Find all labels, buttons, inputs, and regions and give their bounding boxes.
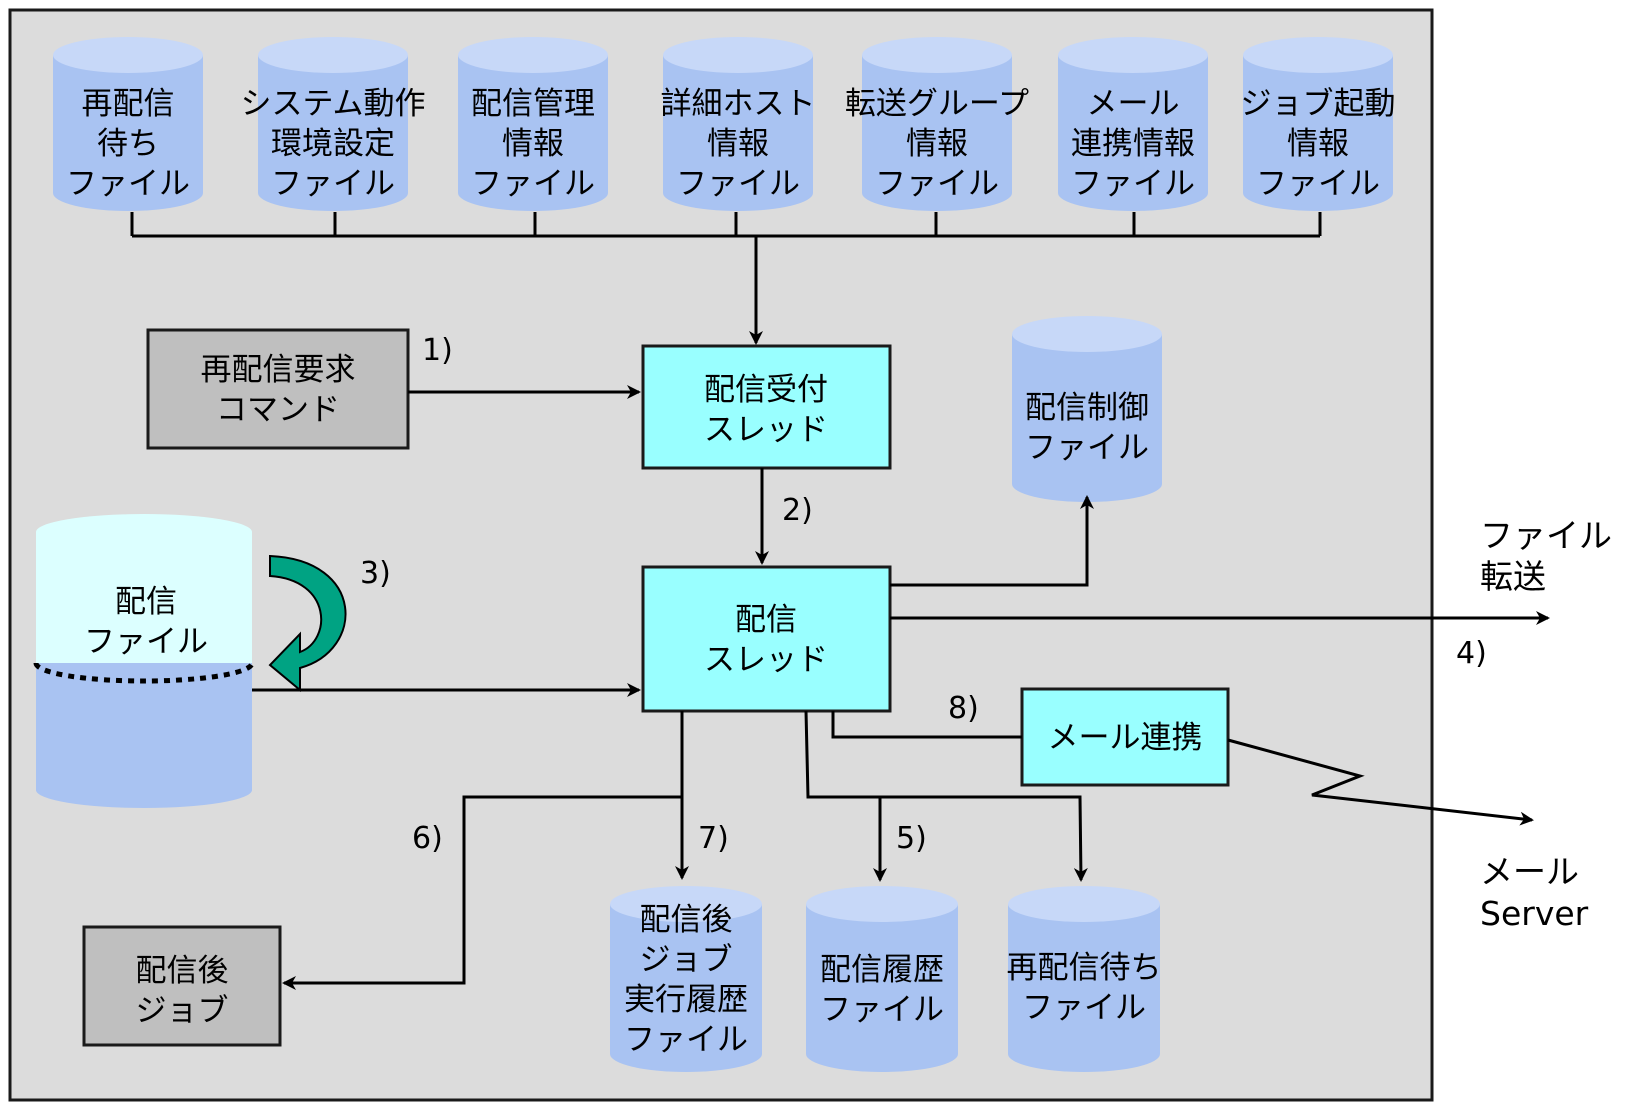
delivery-thread-line-2: スレッド [704, 642, 828, 678]
bottom-file-1-line-2: ジョブ [640, 942, 733, 978]
top-file-5-line-2: 情報 [906, 126, 968, 162]
top-file-1-line-3: ファイル [66, 166, 190, 202]
step-7-label: 7) [698, 821, 729, 856]
step-labels: 1) 2) 3) 4) 5) 6) 7) 8) [360, 333, 1487, 856]
mail-server-line-1: メール [1480, 852, 1579, 891]
top-file-3-line-3: ファイル [471, 166, 595, 202]
top-file-1-line-2: 待ち [97, 126, 159, 162]
mail-link-label: メール連携 [1048, 720, 1203, 756]
top-file-7-line-1: ジョブ起動 [1241, 86, 1396, 122]
reception-thread-line-2: スレッド [704, 412, 828, 448]
delivery-file-line-2: ファイル [84, 624, 208, 660]
resend-command-line-1: 再配信要求 [201, 352, 356, 388]
top-file-4-line-2: 情報 [707, 126, 769, 162]
bottom-file-3-line-2: ファイル [1022, 990, 1146, 1026]
step-8-label: 8) [948, 691, 979, 726]
delivery-thread-line-1: 配信 [735, 602, 797, 638]
outside-labels: ファイル 転送 メール Server [1480, 516, 1612, 933]
post-job-line-1: 配信後 [136, 953, 229, 989]
top-file-3-line-2: 情報 [502, 126, 564, 162]
delivery-to-post-job-arrow [282, 795, 682, 990]
top-file-4-line-1: 詳細ホスト [661, 86, 816, 122]
top-file-2-line-3: ファイル [271, 166, 395, 202]
delivery-thread-box: 配信 スレッド [641, 565, 892, 713]
bottom-file-2-line-2: ファイル [820, 992, 944, 1028]
bottom-file-1-line-3: 実行履歴 [624, 982, 748, 1018]
top-file-5-line-1: 転送グループ [845, 86, 1029, 122]
post-job-line-2: ジョブ [136, 993, 229, 1029]
connectors [252, 236, 1550, 990]
file-transfer-line-1: ファイル [1480, 516, 1612, 555]
top-file-7-line-3: ファイル [1256, 166, 1380, 202]
top-file-2-line-2: 環境設定 [271, 126, 395, 162]
control-file-line-2: ファイル [1025, 430, 1149, 466]
bottom-file-1-line-4: ファイル [624, 1022, 748, 1058]
resend-command-line-2: コマンド [216, 392, 340, 428]
resend-command-box: 再配信要求 コマンド [146, 328, 410, 450]
top-files-group: 再配信待ちファイルシステム動作環境設定ファイル配信管理情報ファイル詳細ホスト情報… [53, 37, 1396, 211]
control-file-line-1: 配信制御 [1025, 390, 1149, 426]
delivery-file-line-1: 配信 [115, 584, 177, 620]
step-5-label: 5) [896, 821, 927, 856]
bottom-file-3-line-1: 再配信待ち [1007, 950, 1162, 986]
step-1-label: 1) [422, 333, 453, 368]
delivery-file-cylinder: 配信 ファイル [33, 514, 255, 808]
delivery-to-mail-link-line [831, 711, 1022, 739]
top-file-6-line-3: ファイル [1071, 166, 1195, 202]
file-transfer-line-2: 転送 [1480, 557, 1546, 596]
step-6-label: 6) [412, 821, 443, 856]
top-files-bus [130, 212, 1322, 238]
top-file-4-line-3: ファイル [676, 166, 800, 202]
mail-link-to-server-arrow [1227, 738, 1534, 826]
bottom-file-1-line-1: 配信後 [640, 902, 733, 938]
top-file-2-line-1: システム動作 [240, 86, 425, 122]
top-file-7-line-2: 情報 [1287, 126, 1349, 162]
mail-server-line-2: Server [1480, 894, 1589, 933]
top-file-1-line-1: 再配信 [82, 86, 175, 122]
top-file-6-line-2: 連携情報 [1071, 126, 1195, 162]
step-2-label: 2) [782, 493, 813, 528]
top-file-3-line-1: 配信管理 [471, 86, 595, 122]
delivery-to-history-arrows [804, 710, 1088, 882]
top-file-5-line-3: ファイル [875, 166, 999, 202]
step-4-label: 4) [1456, 636, 1487, 671]
step-3-label: 3) [360, 556, 391, 591]
bottom-file-2-line-1: 配信履歴 [820, 952, 944, 988]
reception-thread-box: 配信受付 スレッド [641, 344, 892, 470]
delivery-to-control-arrow [890, 495, 1094, 587]
mail-link-box: メール連携 [1020, 687, 1230, 787]
post-job-box: 配信後 ジョブ [82, 925, 282, 1047]
reception-thread-line-1: 配信受付 [704, 372, 828, 408]
top-file-6-line-1: メール [1087, 86, 1180, 122]
